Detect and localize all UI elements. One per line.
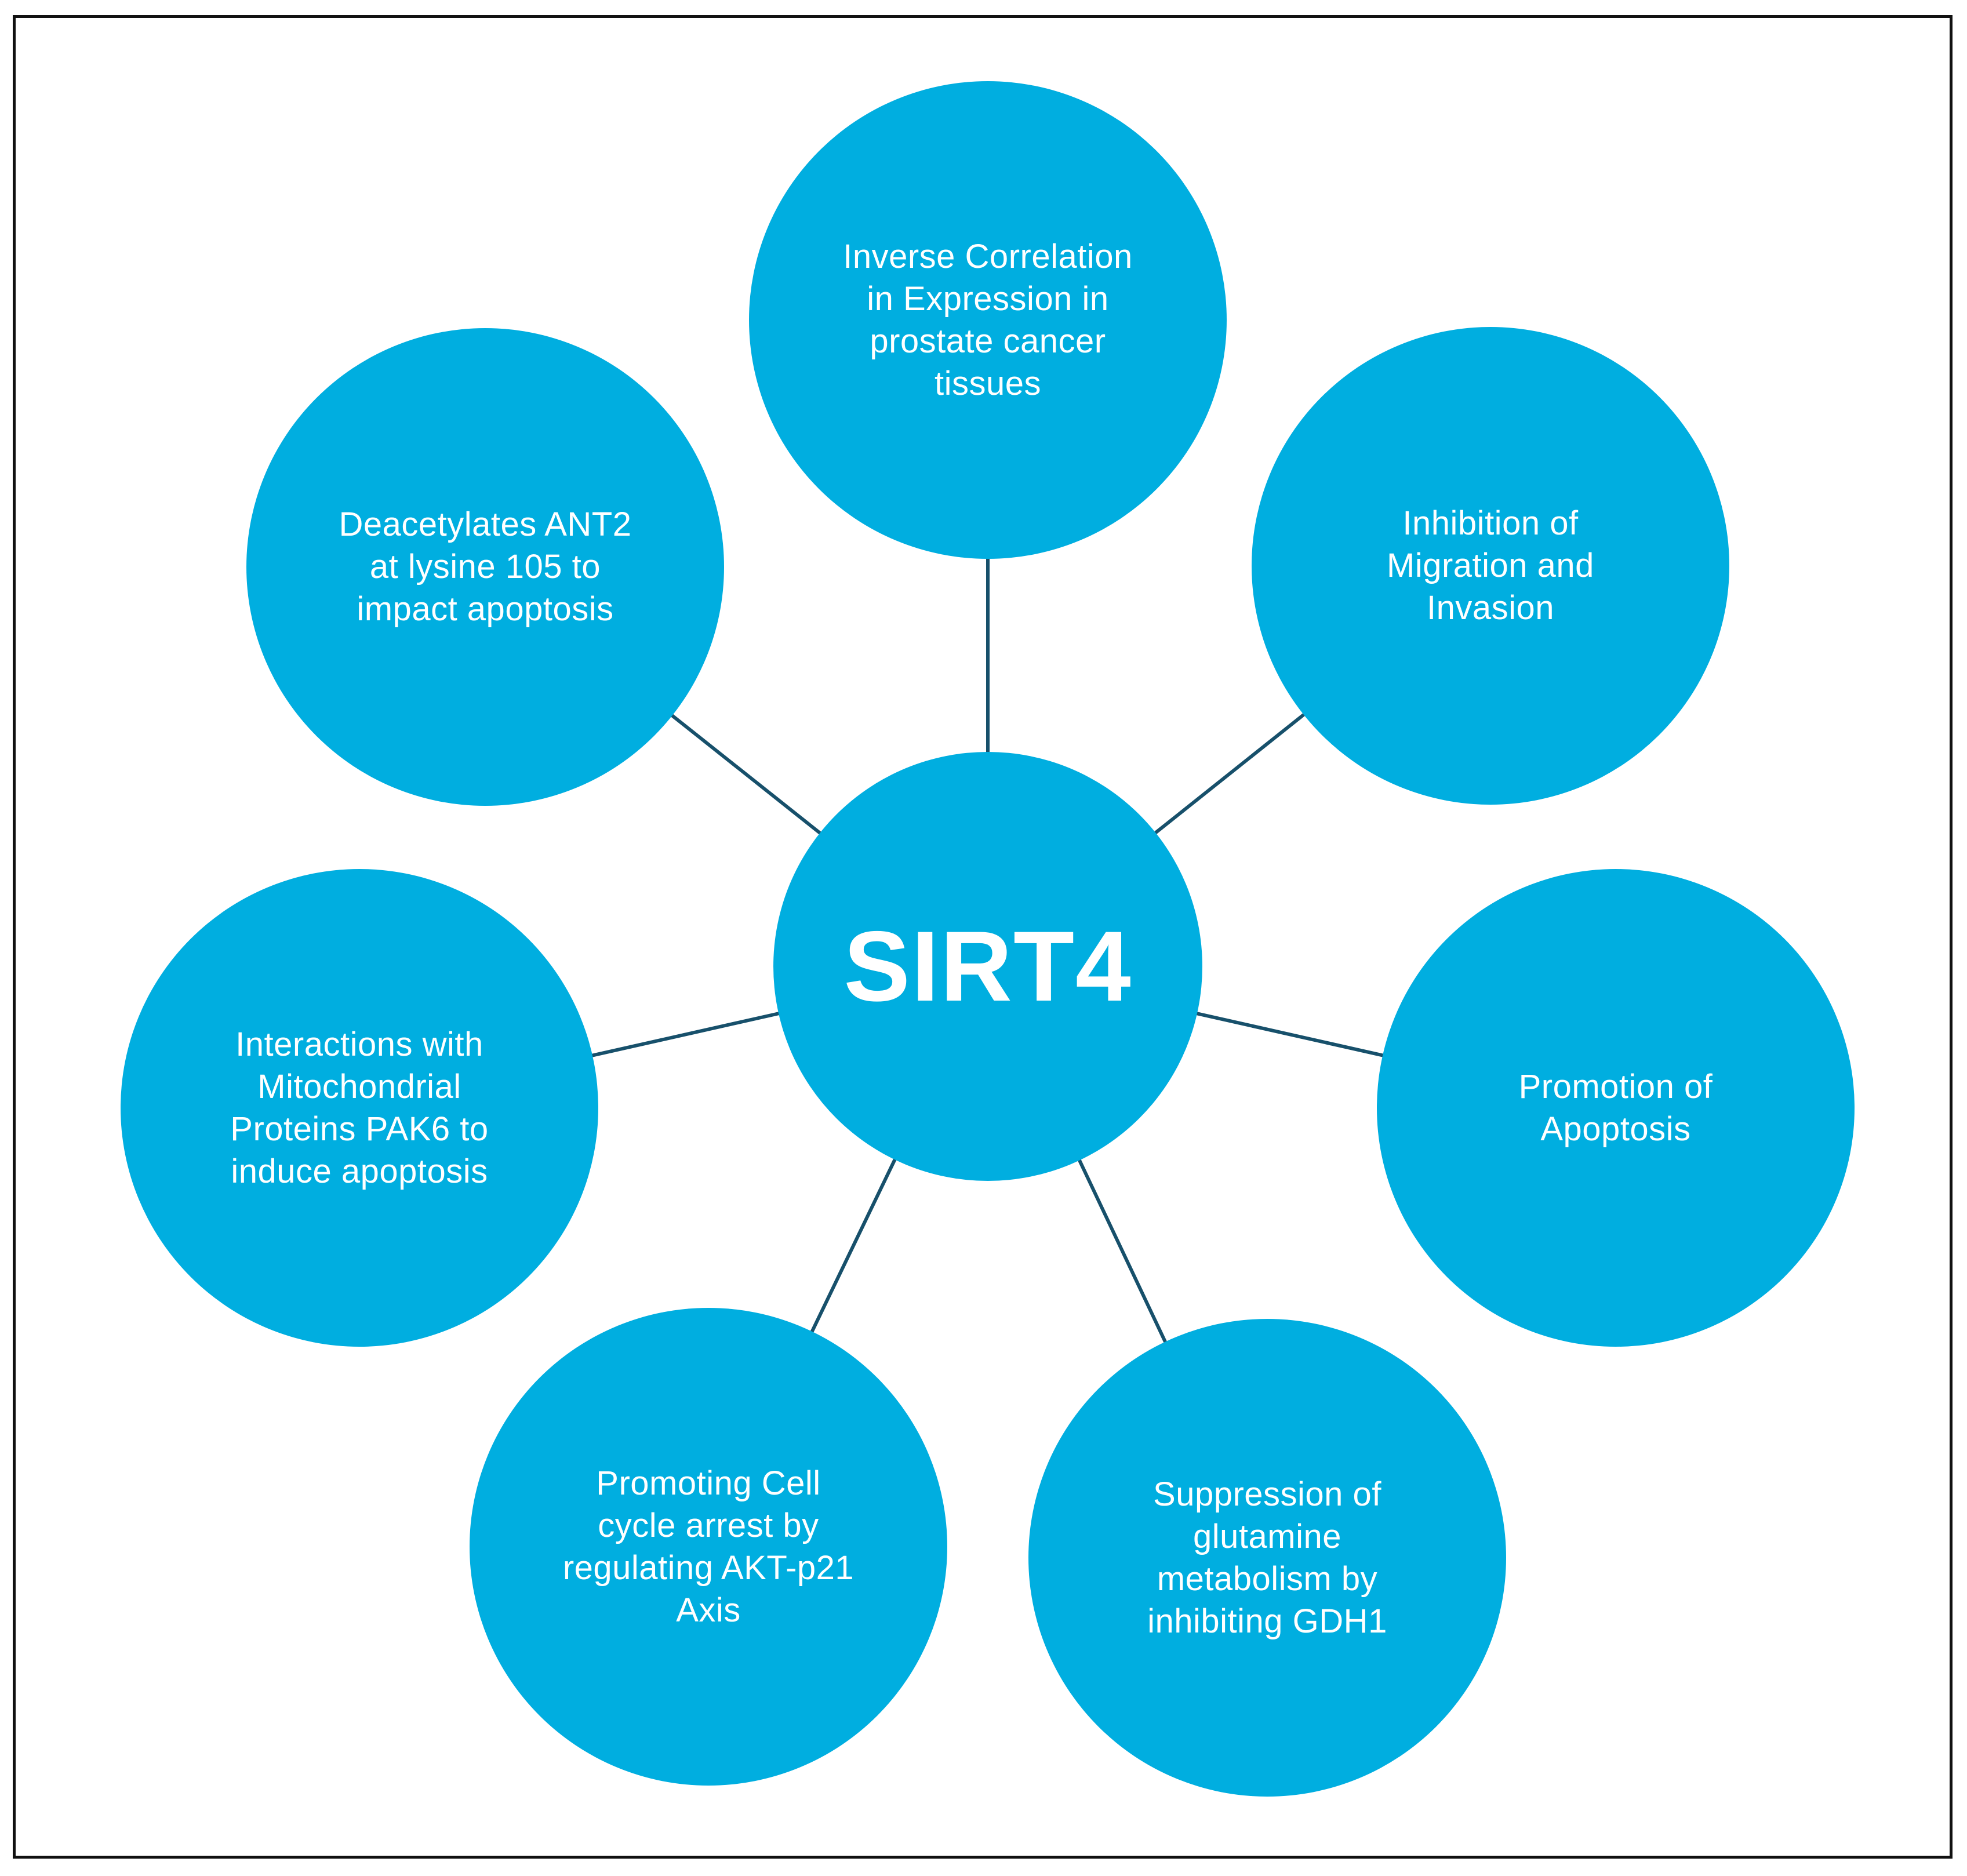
node-label-right: Promotion of Apoptosis [1518, 1067, 1713, 1148]
node-circle-lower-left [470, 1308, 947, 1786]
node-circle-top [749, 81, 1227, 559]
center-circle [773, 752, 1202, 1181]
connector-left [590, 1011, 781, 1058]
circles [121, 81, 1855, 1797]
node-circle-right [1377, 869, 1855, 1347]
connectors [590, 557, 1386, 1345]
center-label: SIRT4 [843, 911, 1132, 1022]
connector-upper-left [669, 712, 823, 836]
connector-upper-right [1152, 711, 1307, 836]
connector-right [1194, 1011, 1386, 1058]
connector-lower-left [809, 1157, 897, 1335]
node-label-top: Inverse Correlation in Expression in pro… [843, 237, 1133, 402]
node-label-upper-right: Inhibition of Migration and Invasion [1387, 504, 1594, 627]
node-circle-lower-right [1028, 1319, 1506, 1797]
node-label-upper-left: Deacetylates ANT2 at lysine 105 to impac… [339, 506, 632, 628]
node-circle-upper-left [246, 328, 724, 806]
node-circle-left [121, 869, 598, 1347]
node-label-lower-left: Promoting Cell cycle arrest by regulatin… [562, 1464, 855, 1629]
node-label-left: Interactions with Mitochondrial Proteins… [230, 1025, 489, 1190]
node-label-lower-right: Suppression of glutamine metabolism by i… [1147, 1475, 1387, 1640]
diagram-frame [13, 15, 1953, 1859]
connector-lower-right [1077, 1157, 1168, 1345]
node-circle-upper-right [1252, 327, 1729, 805]
